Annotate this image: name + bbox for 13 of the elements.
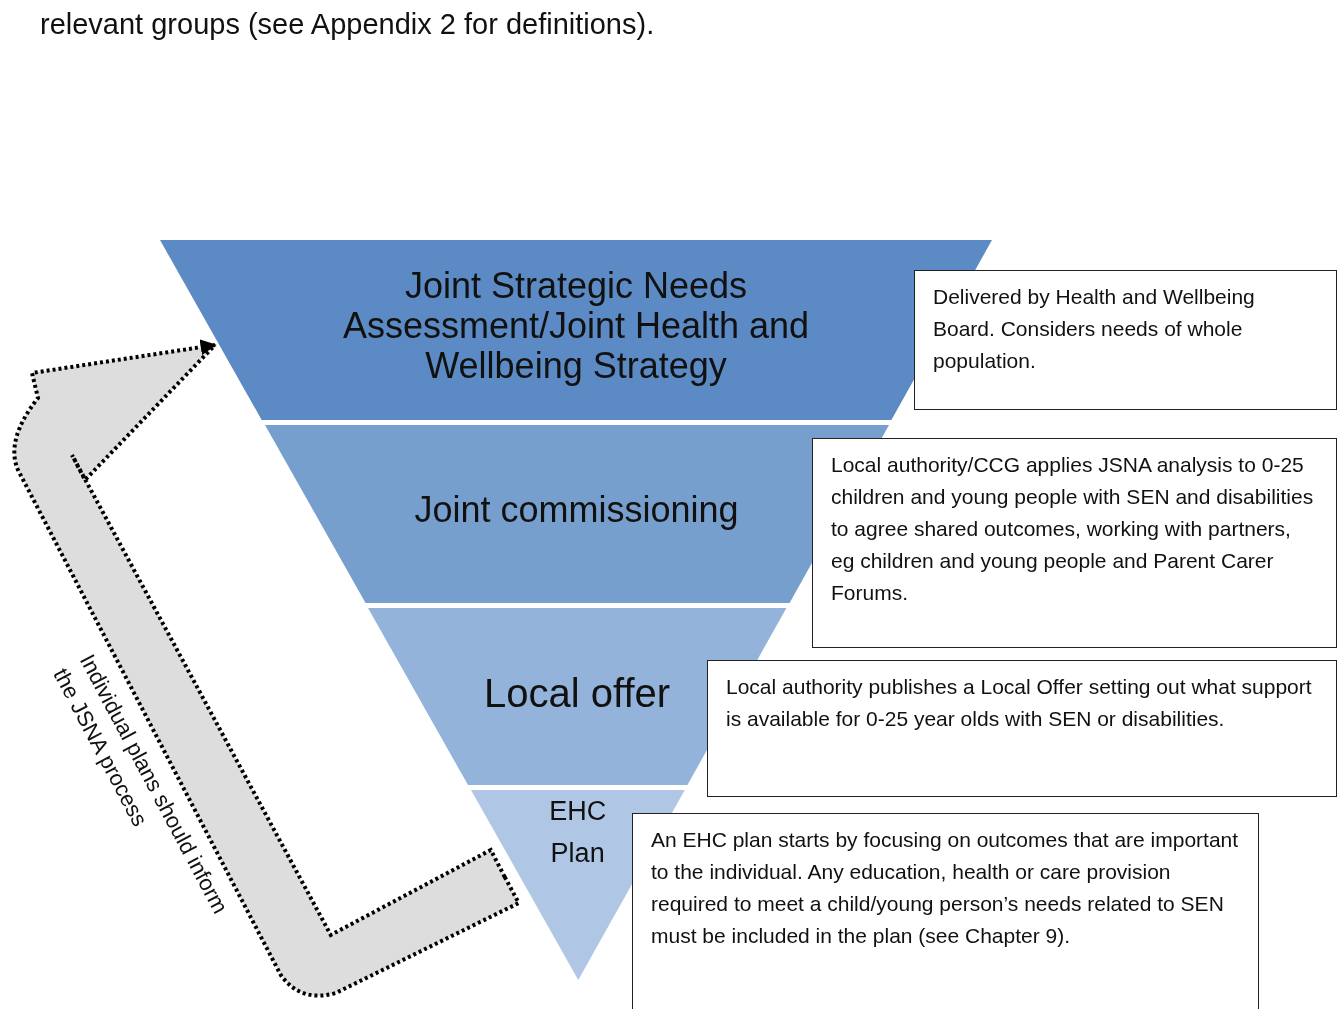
tier-label: EHC Plan xyxy=(548,795,608,870)
text-box xyxy=(914,270,1337,410)
description-text: Delivered by Health and Wellbeing Board. Considers needs of whole population. xyxy=(933,284,1256,374)
description-text: Local authority/CCG applies JSNA analysis to 0-25 children and young people with SEN and disabilities to agree shared outcomes, working with partners, eg children and young people and Parent Carer Forums. xyxy=(831,452,1315,606)
tier-label: Joint commissioning xyxy=(413,490,740,530)
text-box xyxy=(632,813,1259,1009)
tier-label: Joint Strategic Needs Assessment/Joint Health and Wellbeing Strategy xyxy=(341,266,811,386)
description-text: An EHC plan starts by focusing on outcomes that are important to the individual. Any education, health or care provision required to meet a child/young person’s needs related to SEN must be included in the plan (see Chapter 9). xyxy=(651,827,1240,949)
tier-label: Local offer xyxy=(483,670,672,715)
description-text: Local authority publishes a Local Offer setting out what support is available for 0-25 year olds with SEN or disabilities. xyxy=(726,674,1313,732)
body-text: relevant groups (see Appendix 2 for definitions). xyxy=(40,8,655,41)
text-box xyxy=(707,660,1337,797)
text-box xyxy=(812,438,1337,648)
